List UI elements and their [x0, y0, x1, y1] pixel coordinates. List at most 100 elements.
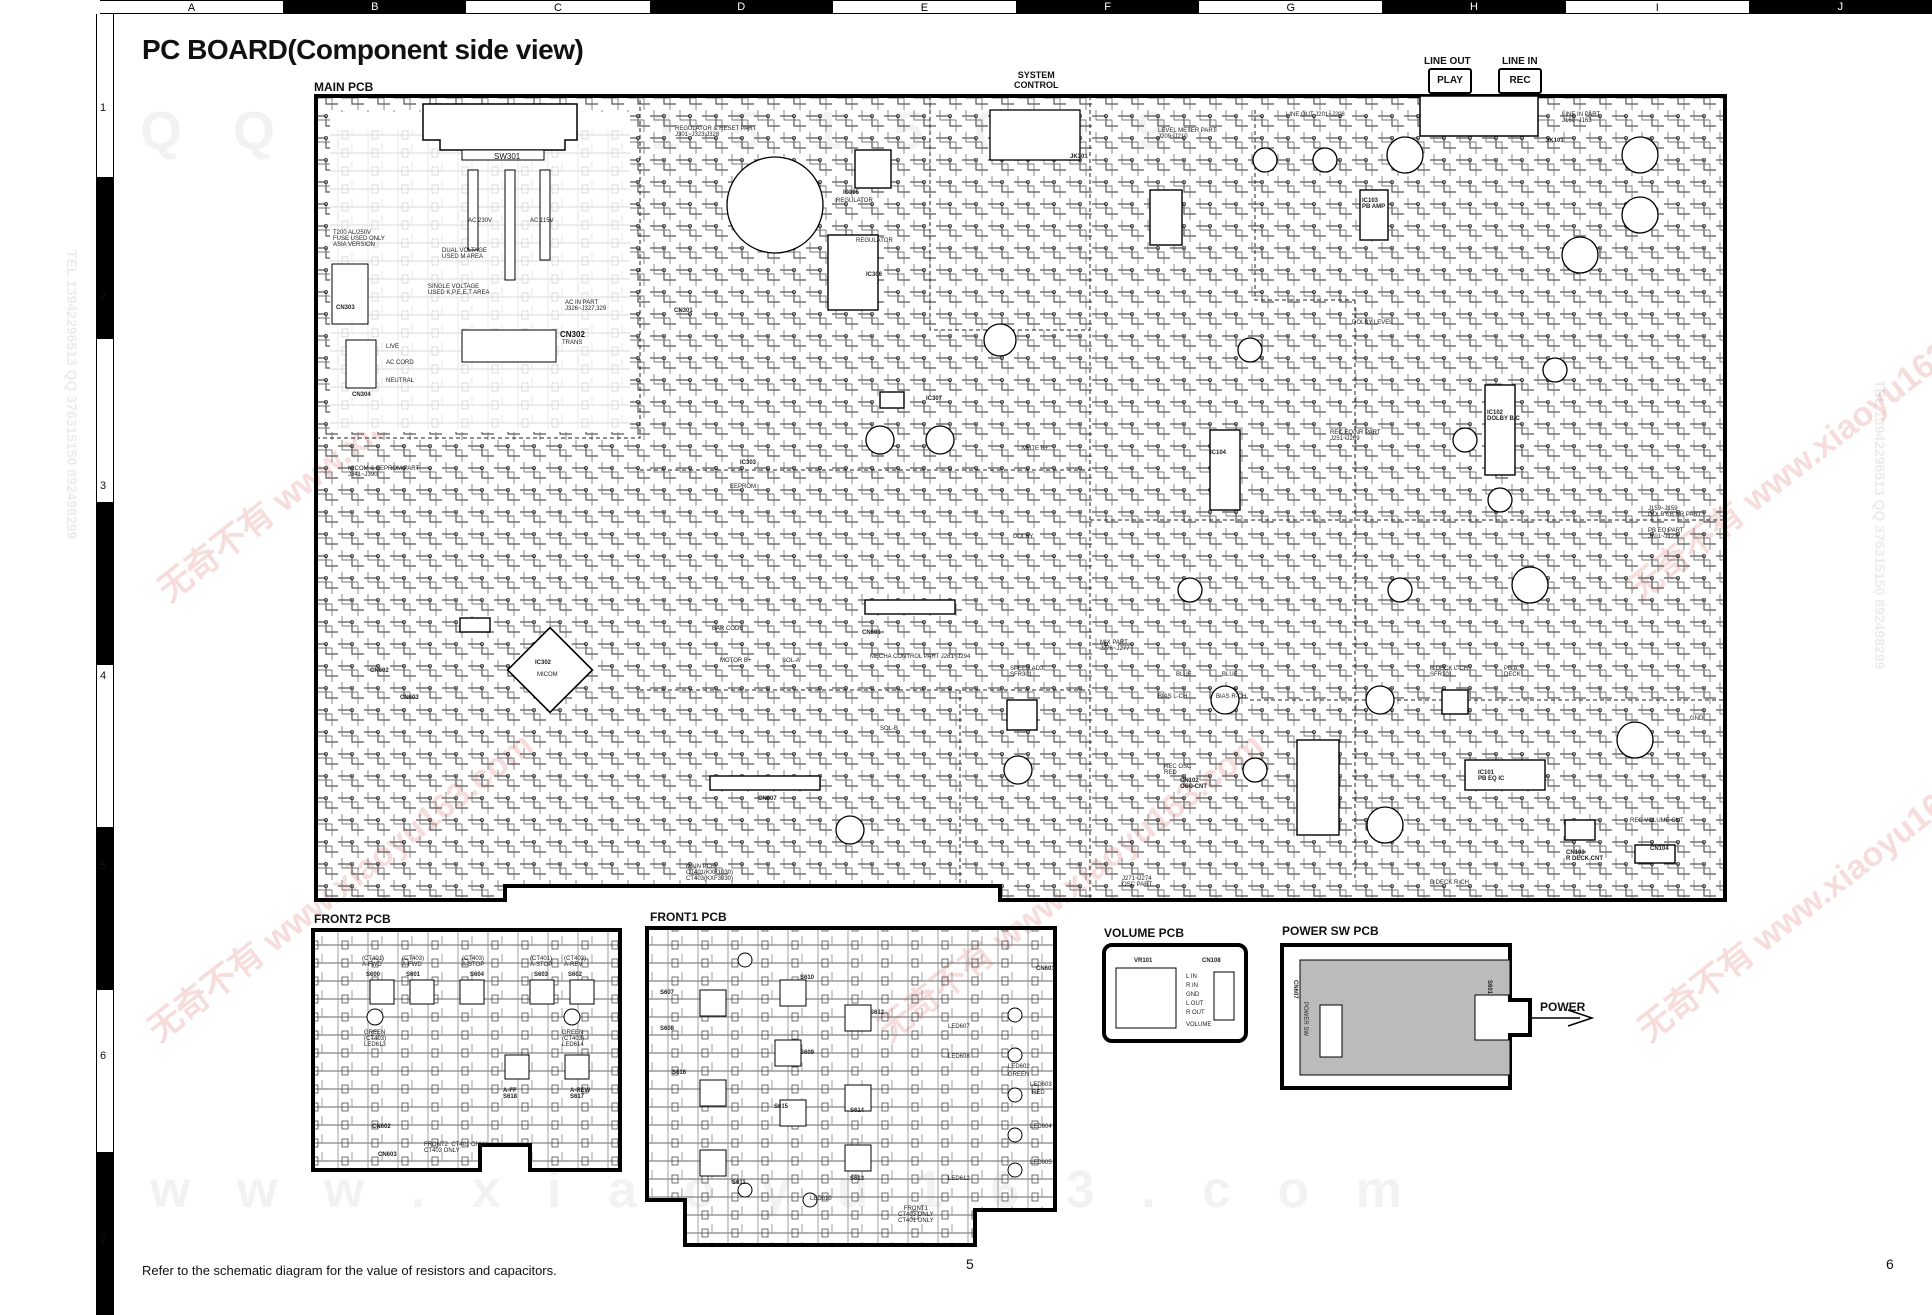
gnd-label: GND: [1690, 716, 1704, 722]
a-stop-label-2: (CT401) A-STOP: [530, 956, 553, 968]
mix-part-label: MIX PART J276~J277: [1100, 640, 1130, 652]
fuse-note: T200 AL/250V FUSE USED ONLY ASIA VERSION: [333, 230, 385, 248]
front2-pcb-label: FRONT2 PCB: [314, 912, 391, 926]
cn301-label: CN301: [674, 308, 693, 314]
ac-in-part-label: AC IN PART J326~J327,329: [565, 300, 607, 312]
front2-cn602-label: CN602: [372, 1124, 391, 1130]
sol-b-label: SOL-B: [880, 726, 899, 732]
volume-pin-1: L IN: [1186, 974, 1197, 980]
regulator-label-2: REGULATOR: [856, 238, 893, 244]
sol-a-label: SOL-A: [782, 658, 801, 664]
led605-label: LED605: [1030, 1160, 1052, 1166]
page-number-left: 5: [966, 1256, 974, 1272]
single-voltage-label: SINGLE VOLTAGE USED K,P,E,E,T AREA: [428, 284, 490, 296]
led604-label: LED604: [1030, 1124, 1052, 1130]
s613-label: S613: [850, 1176, 865, 1182]
b-deck-lch-label: B DECK L-CH SFR101: [1430, 666, 1469, 678]
row-label-2: 2: [100, 291, 107, 303]
line-in-label: LINE IN: [1502, 56, 1538, 67]
power-sw-label: POWER SW: [1302, 1002, 1308, 1036]
s609-label: S609: [800, 1050, 815, 1056]
front2-note: FRONT2 CT401 ONLY CT403 ONLY: [424, 1142, 487, 1154]
ic305-label: IC305: [843, 190, 860, 196]
line-in-part-label: LINE IN PART J160~J163: [1562, 112, 1601, 124]
led614-label: GREEN (CT403) LED614: [562, 1030, 585, 1048]
a-stop-label-1: (CT403) A-STOP: [462, 956, 485, 968]
micom-label: MICOM: [537, 672, 558, 678]
footnote: Refer to the schematic diagram for the v…: [142, 1263, 557, 1278]
s616-label: S616: [672, 1070, 687, 1076]
ac230-label: AC 230V: [468, 218, 493, 224]
power-cn607-label: CN607: [1292, 980, 1298, 999]
ic302-label: IC302: [535, 660, 552, 666]
ac-cord-label: AC CORD: [386, 360, 414, 366]
led613-label: GREEN (CT403) LED613: [364, 1030, 387, 1048]
dual-voltage-label: DUAL VOLTAGE USED M AREA: [442, 248, 487, 260]
rec-osc-label: REC OSC RED: [1164, 764, 1192, 776]
mecha-control-part-label: MECHA CONTROL PART J281~J294: [870, 654, 971, 660]
sw301-label: SW301: [494, 152, 521, 161]
cn108-label: CN108: [1202, 958, 1221, 964]
grid-column-b: B: [283, 0, 467, 14]
mute-b-label: MUTE B+: [1022, 446, 1049, 452]
row-label-7: 7: [100, 1235, 107, 1247]
cn601-label: CN601: [862, 630, 881, 636]
cn607-label: CN607: [758, 796, 777, 802]
led607-label: LED607: [948, 1024, 970, 1030]
grid-column-d: D: [649, 0, 833, 14]
powersw-pcb-label: POWER SW PCB: [1282, 924, 1379, 938]
motor-b-label: MOTOR B+: [720, 658, 752, 664]
eeprom-label: EEPROM: [730, 484, 757, 490]
live-label: LIVE: [386, 344, 400, 350]
level-meter-part-label: LEVEL METER PART J209~J210: [1158, 128, 1217, 140]
grid-column-f: F: [1016, 0, 1200, 14]
row-label-5: 5: [100, 860, 107, 872]
bias-rch-label: BIAS R-CH: [1216, 694, 1247, 700]
grid-column-h: H: [1382, 0, 1566, 14]
dolby-level-label: DOLBY LEVEL: [1352, 320, 1393, 326]
watermark-side-left: TEL 13942296513 QQ 376315150 892498299: [64, 250, 80, 540]
s607-label: S607: [660, 990, 675, 996]
volume-caption: VOLUME: [1186, 1022, 1212, 1028]
neutral-label: NEUTRAL: [386, 378, 415, 384]
page-number-right: 6: [1886, 1256, 1894, 1272]
s604-label: S604: [470, 972, 485, 978]
front1-note: FRONT1 CT403 ONLY CT401 ONLY: [898, 1206, 934, 1224]
s614-label: S614: [850, 1108, 865, 1114]
led610-label: LED610: [810, 1196, 832, 1202]
a-fwd-label-2: (CT403) A-FWD: [402, 956, 425, 968]
s617-label: A-REW S617: [570, 1088, 591, 1100]
row-label-3: 3: [100, 480, 107, 492]
reg-reset-part-label: REGULATOR & RESET PART J301~J323,J328: [675, 126, 757, 138]
s618-label: A-FF S618: [503, 1088, 518, 1100]
led602-label: LED602: [1008, 1064, 1030, 1070]
speed-adj-label: SPEED ADJ SFR301: [1010, 666, 1044, 678]
trans-label: TRANS: [562, 340, 583, 346]
s601-label: S601: [406, 972, 421, 978]
grid-column-g: G: [1199, 0, 1383, 14]
grid-column-j: J: [1748, 0, 1932, 14]
a-fwd-label-1: (CT401) A-FWD: [362, 956, 385, 968]
front2-cn603-label: CN603: [378, 1152, 397, 1158]
grid-row-ruler: [96, 14, 114, 1315]
rec-jack: REC: [1498, 68, 1542, 94]
cn104-label: CN104: [1650, 846, 1669, 852]
grid-column-c: C: [466, 0, 650, 14]
dolby-b-nr-label: J159~J159 DOLBY B NR PART: [1648, 506, 1702, 518]
volume-pin-4: L OUT: [1186, 1001, 1204, 1007]
ac115-label: AC 115V: [530, 218, 554, 224]
cn102-label: CN102 OSC CNT: [1180, 778, 1207, 790]
led612-label: LED612: [948, 1176, 970, 1182]
volume-pcb-label: VOLUME PCB: [1104, 926, 1185, 940]
cn602-label: CN602: [370, 668, 389, 674]
ic307-label: IC307: [926, 396, 943, 402]
s610-label: S610: [800, 975, 815, 981]
regulator-label-1: REGULATOR: [836, 198, 873, 204]
grid-column-e: E: [832, 0, 1017, 14]
ic104-label: IC104: [1210, 450, 1227, 456]
grid-column-a: A: [100, 0, 284, 14]
led603-label: LED603: [1030, 1082, 1052, 1088]
